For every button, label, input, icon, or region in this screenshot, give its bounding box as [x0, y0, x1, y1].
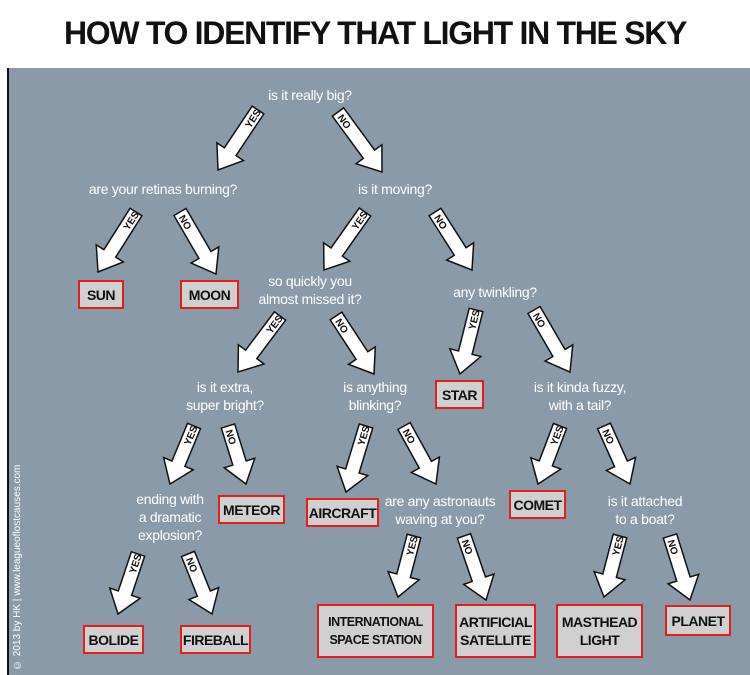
arrow-label: NO — [665, 539, 680, 557]
arrow-shape — [172, 207, 220, 276]
arrow-yes: YES — [529, 422, 568, 486]
arrow-shape — [526, 305, 574, 374]
arrow-shape — [386, 533, 422, 599]
answer-text: INTERNATIONAL SPACE STATION — [328, 615, 423, 647]
arrow-label: YES — [467, 309, 483, 331]
answer-moon: MOON — [180, 280, 239, 309]
answer-text: COMET — [513, 496, 562, 513]
arrow-shape — [180, 550, 220, 616]
question-extra-bright: is it extra, super bright? — [186, 379, 264, 413]
arrow-shape — [396, 421, 441, 486]
arrow-label: YES — [405, 535, 421, 557]
arrow-shape — [662, 532, 700, 602]
arrow-yes: YES — [216, 105, 265, 172]
answer-comet: COMET — [509, 490, 566, 519]
arrow-yes: YES — [322, 206, 372, 272]
answer-text: STAR — [441, 386, 478, 403]
arrow-shape — [95, 207, 143, 274]
question-really-big: is it really big? — [268, 87, 352, 103]
answer-text: METEOR — [223, 501, 280, 518]
question-twinkling: any twinkling? — [453, 284, 537, 300]
arrow-shape — [456, 532, 496, 602]
arrow-shape — [108, 550, 146, 616]
answer-text: MASTHEAD LIGHT — [561, 614, 638, 648]
arrow-yes: YES — [108, 550, 146, 616]
arrow-yes: YES — [386, 533, 422, 599]
answer-text: PLANET — [671, 612, 726, 629]
arrow-shape — [596, 422, 637, 486]
question-astronauts: are any astronauts waving at you? — [384, 493, 496, 527]
answer-masthead-light: MASTHEAD LIGHT — [556, 604, 643, 658]
answer-aircraft: AIRCRAFT — [306, 498, 379, 527]
arrow-no: NO — [456, 532, 496, 602]
question-moving: is it moving? — [358, 181, 432, 197]
question-fuzzy: is it kinda fuzzy, with a tail? — [533, 379, 627, 413]
arrow-no: NO — [331, 106, 383, 174]
arrow-label: NO — [223, 429, 238, 447]
answer-text: SUN — [86, 286, 116, 303]
question-boat: is it attached to a boat? — [607, 493, 683, 527]
question-explosion: ending with a dramatic explosion? — [136, 491, 204, 543]
answer-text: AIRCRAFT — [308, 504, 377, 521]
arrow-no: NO — [220, 422, 256, 486]
arrow-shape — [162, 422, 202, 486]
arrow-yes: YES — [95, 207, 143, 274]
question-blinking: is anything blinking? — [343, 379, 407, 413]
arrow-no: NO — [329, 311, 377, 376]
arrow-shape — [331, 106, 383, 174]
diagram-title: HOW TO IDENTIFY THAT LIGHT IN THE SKY — [63, 15, 687, 51]
arrow-shape — [329, 311, 377, 376]
arrow-label: NO — [183, 556, 199, 574]
arrow-no: NO — [172, 207, 220, 276]
question-retinas: are your retinas burning? — [88, 181, 238, 197]
arrow-shape — [592, 533, 628, 599]
answer-fireball: FIREBALL — [180, 625, 251, 654]
arrow-no: NO — [596, 422, 637, 486]
arrow-label: YES — [611, 535, 627, 557]
answer-star: STAR — [435, 380, 484, 409]
question-quickly: so quickly you almost missed it? — [258, 273, 362, 307]
arrow-no: NO — [526, 305, 574, 374]
arrow-shape — [428, 207, 475, 272]
arrow-shape — [335, 423, 374, 494]
arrow-no: NO — [396, 421, 441, 486]
answer-text: ARTIFICIAL SATELLITE — [459, 614, 532, 648]
arrow-yes: YES — [237, 310, 287, 374]
arrow-shape — [220, 422, 256, 486]
answer-planet: PLANET — [665, 605, 731, 636]
answer-iss: INTERNATIONAL SPACE STATION — [317, 604, 434, 658]
answer-text: FIREBALL — [182, 631, 249, 648]
arrow-no: NO — [180, 550, 220, 616]
arrow-shape — [237, 310, 287, 374]
arrow-no: NO — [428, 207, 475, 272]
arrow-no: NO — [662, 532, 700, 602]
arrow-shape — [216, 105, 265, 172]
answer-meteor: METEOR — [218, 495, 285, 524]
answer-bolide: BOLIDE — [83, 625, 144, 654]
arrow-shape — [529, 422, 568, 486]
answer-sun: SUN — [78, 280, 124, 309]
answer-text: MOON — [188, 286, 231, 303]
arrow-yes: YES — [448, 307, 484, 376]
arrow-label: NO — [459, 538, 474, 556]
arrow-yes: YES — [162, 422, 202, 486]
arrow-yes: YES — [335, 423, 374, 494]
arrow-yes: YES — [592, 533, 628, 599]
answer-satellite: ARTIFICIAL SATELLITE — [455, 604, 536, 658]
arrow-shape — [322, 206, 372, 272]
arrow-shape — [448, 307, 484, 376]
answer-text: BOLIDE — [88, 631, 139, 648]
